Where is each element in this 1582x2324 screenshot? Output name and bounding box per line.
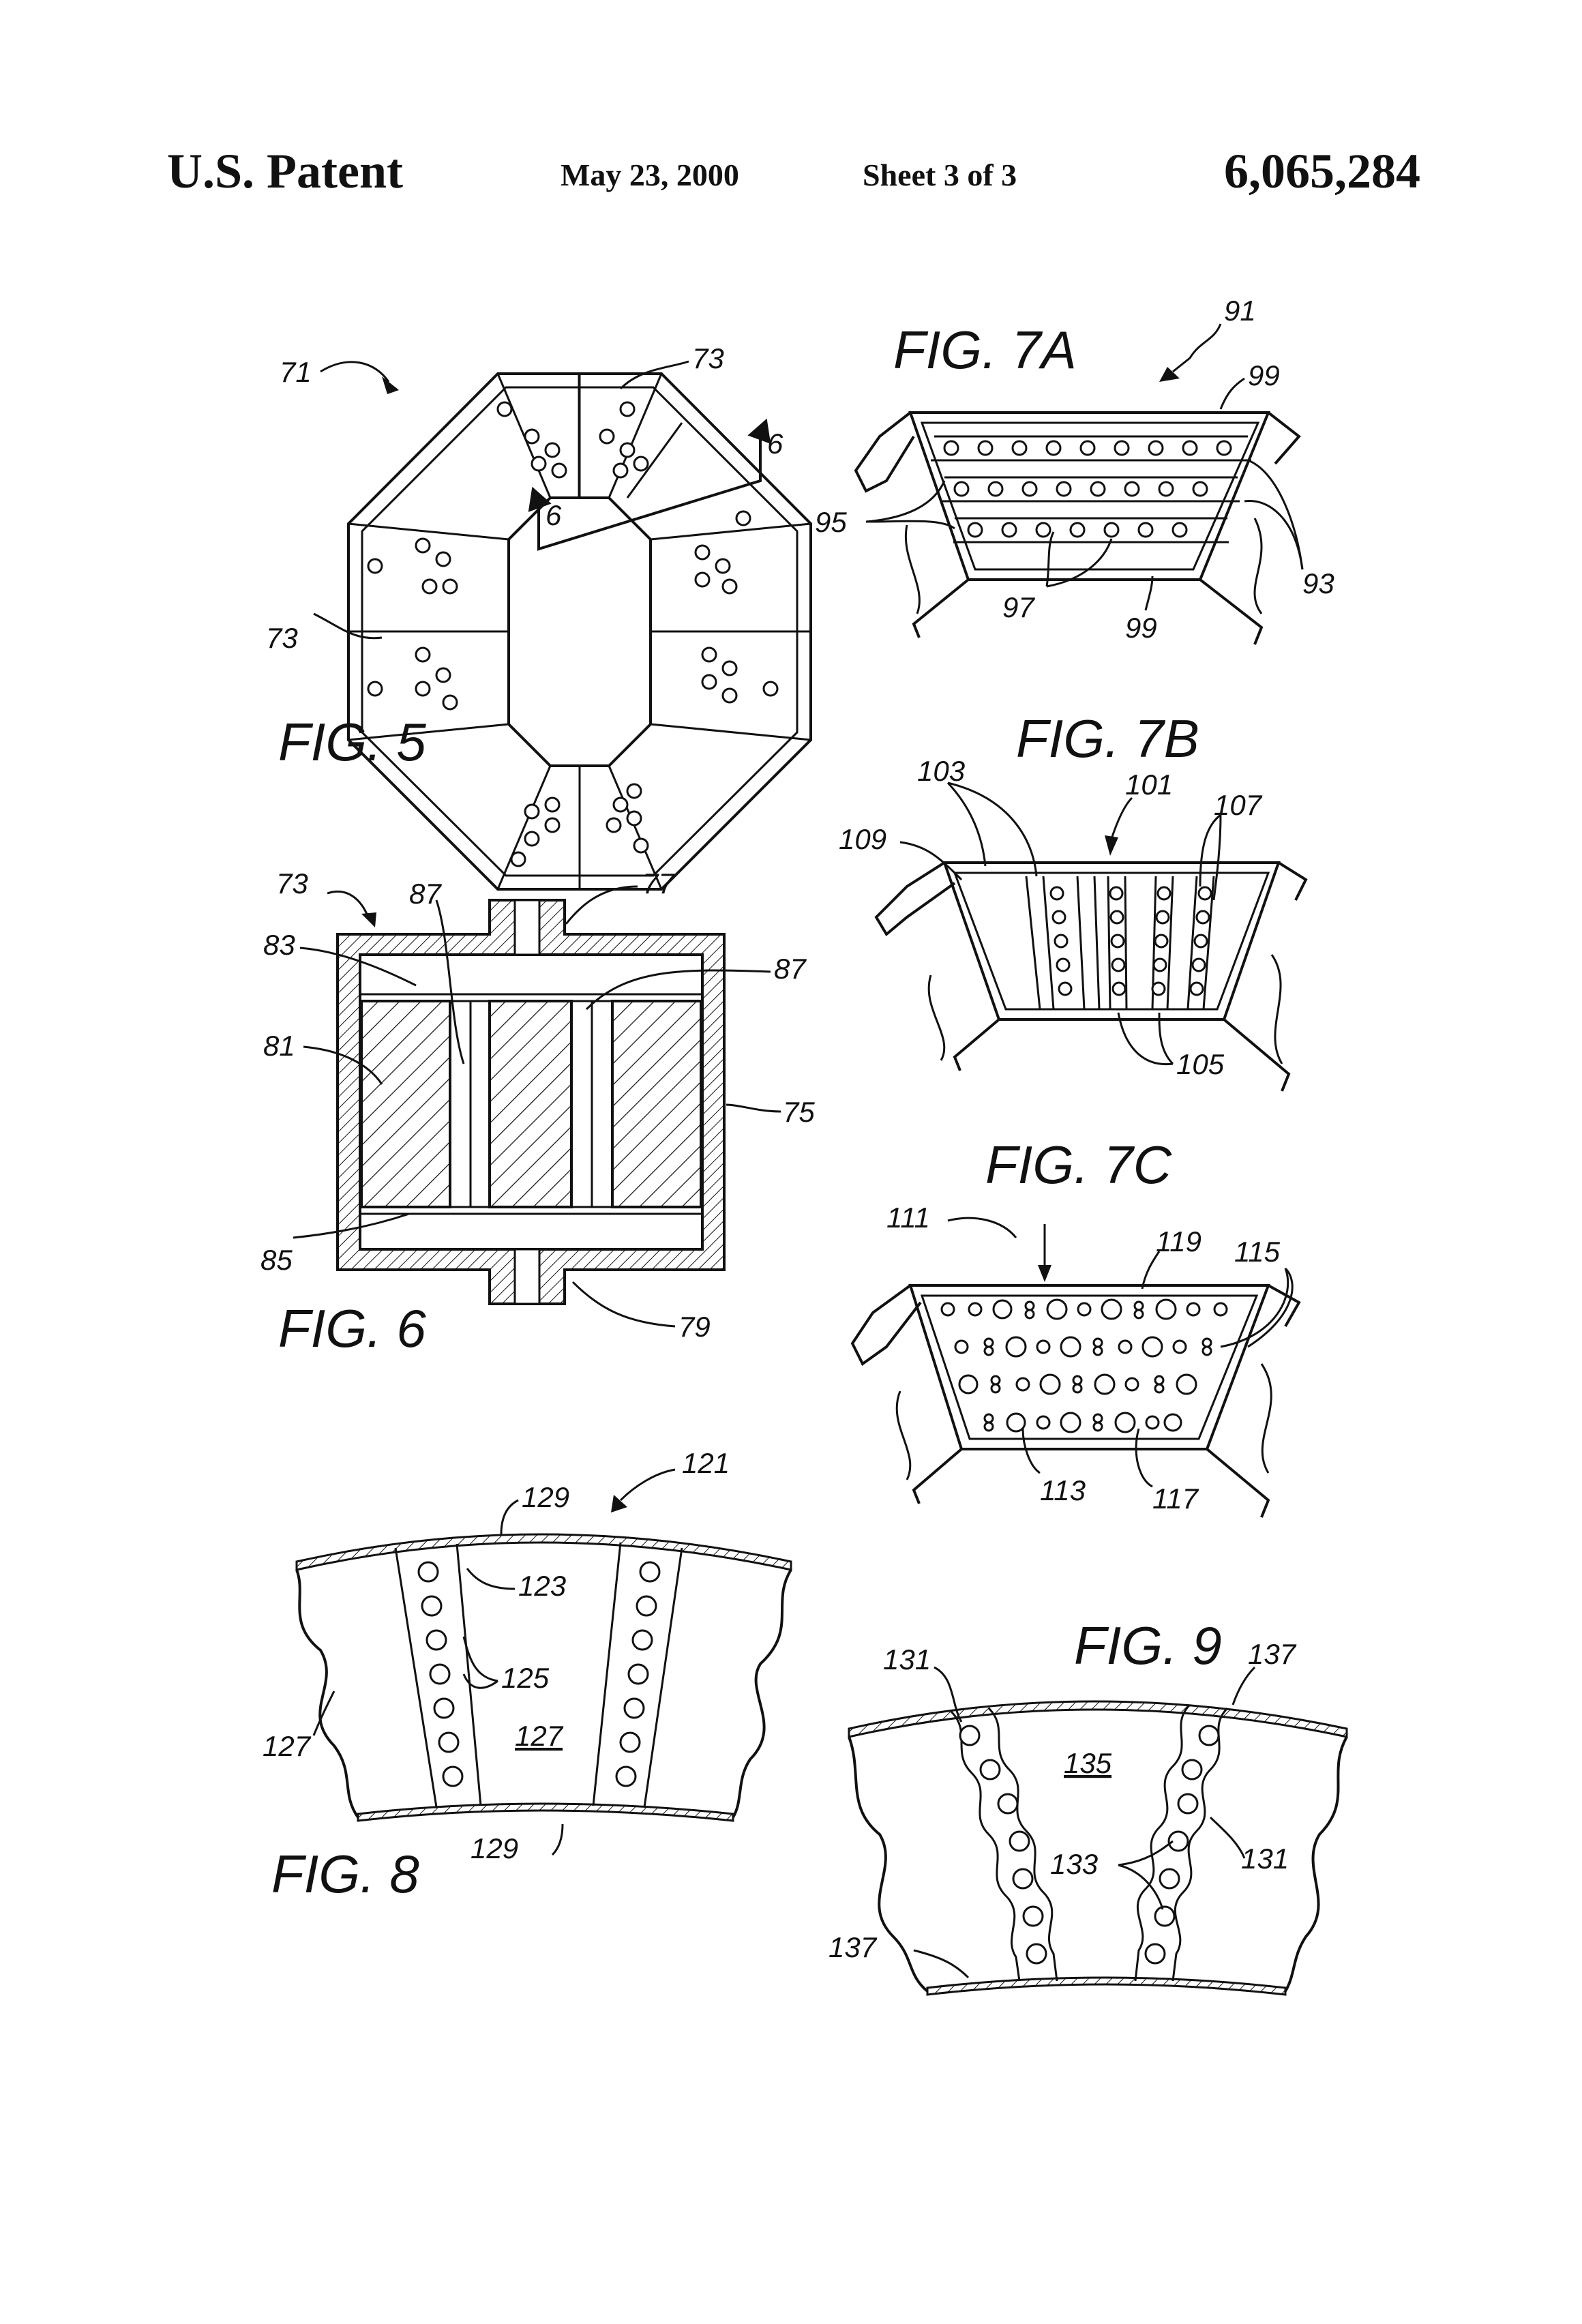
fig9-ref-131-left: 131 xyxy=(883,1643,931,1675)
fig8-ref-125: 125 xyxy=(501,1662,550,1694)
fig5-label: FIG. 5 xyxy=(278,712,426,772)
fig7a-ref-97: 97 xyxy=(1002,591,1035,623)
fig7c-trapezoid-panel xyxy=(852,1218,1299,1517)
fig7b-ref-105: 105 xyxy=(1176,1048,1225,1080)
fig7a-ref-93: 93 xyxy=(1302,567,1334,599)
fig8-ref-129-bottom: 129 xyxy=(471,1832,518,1864)
fig7b-ref-103: 103 xyxy=(917,755,965,787)
fig6-ref-87-right: 87 xyxy=(774,953,807,985)
fig5-ref-73-left: 73 xyxy=(266,622,298,654)
fig8-ref-127-center: 127 xyxy=(515,1720,564,1752)
fig7c-ref-117: 117 xyxy=(1152,1483,1199,1515)
fig8-ref-127-left: 127 xyxy=(263,1730,312,1762)
fig7c-ref-111: 111 xyxy=(886,1202,930,1234)
fig6-ref-87-top: 87 xyxy=(409,878,442,910)
fig9-ref-137-top: 137 xyxy=(1248,1638,1297,1670)
fig7c-ref-119: 119 xyxy=(1156,1225,1202,1257)
fig5-section-6-right: 6 xyxy=(767,428,783,460)
fig7b-label: FIG. 7B xyxy=(1016,709,1199,769)
fig9-ref-137-bottom: 137 xyxy=(829,1931,878,1963)
fig8-ref-121: 121 xyxy=(682,1447,730,1479)
fig9-curved-panel xyxy=(849,1667,1347,1995)
fig8-label: FIG. 8 xyxy=(271,1844,419,1904)
fig8-ref-129-top: 129 xyxy=(522,1481,569,1513)
fig9-ref-133: 133 xyxy=(1050,1848,1098,1880)
fig7a-ref-91: 91 xyxy=(1224,295,1256,327)
fig8-ref-123: 123 xyxy=(518,1570,566,1602)
fig6-ref-79: 79 xyxy=(678,1311,711,1343)
fig5-octagon-assembly xyxy=(314,361,811,889)
fig7a-ref-99-top: 99 xyxy=(1248,359,1280,391)
fig5-ref-71: 71 xyxy=(280,356,312,388)
fig6-ref-75: 75 xyxy=(783,1096,815,1128)
fig7a-ref-95: 95 xyxy=(815,506,847,538)
fig6-ref-85: 85 xyxy=(260,1244,293,1276)
fig6-ref-77: 77 xyxy=(642,867,675,899)
fig5-ref-73-top: 73 xyxy=(692,342,724,374)
fig7c-ref-115: 115 xyxy=(1234,1236,1281,1268)
fig7b-trapezoid-panel xyxy=(876,783,1306,1091)
fig9-ref-131-right: 131 xyxy=(1241,1843,1289,1875)
fig7b-ref-107: 107 xyxy=(1214,789,1263,821)
fig6-label: FIG. 6 xyxy=(278,1298,426,1358)
fig6-ref-73: 73 xyxy=(276,867,308,899)
fig7c-label: FIG. 7C xyxy=(985,1135,1172,1195)
fig6-ref-83: 83 xyxy=(263,929,295,961)
fig7a-label: FIG. 7A xyxy=(893,320,1077,380)
fig6-ref-81: 81 xyxy=(263,1030,295,1062)
fig7b-ref-101: 101 xyxy=(1125,769,1173,801)
fig9-label: FIG. 9 xyxy=(1074,1615,1222,1675)
fig7b-ref-109: 109 xyxy=(839,823,886,855)
fig7a-ref-99-bottom: 99 xyxy=(1125,612,1157,644)
fig9-ref-135: 135 xyxy=(1064,1747,1112,1779)
fig7c-ref-113: 113 xyxy=(1040,1474,1086,1506)
fig6-cartridge-section xyxy=(293,887,781,1326)
fig5-section-6-left: 6 xyxy=(546,499,562,531)
